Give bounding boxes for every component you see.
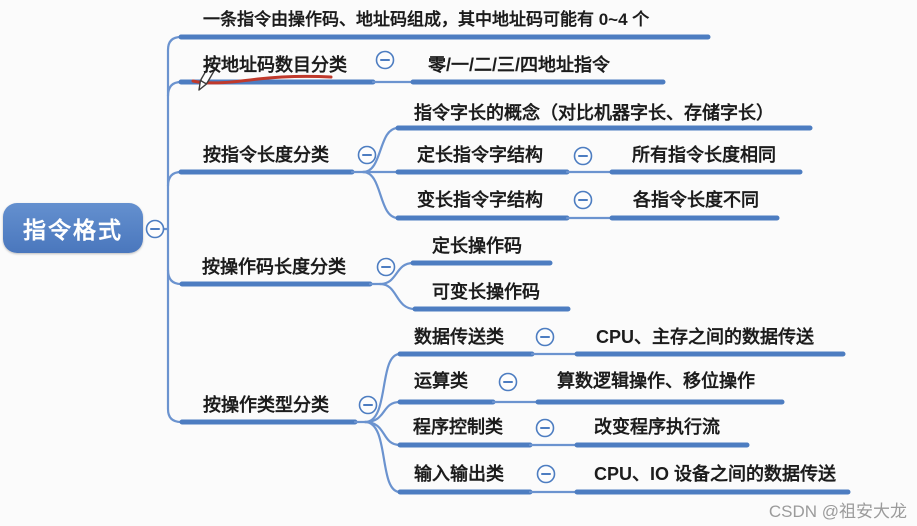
connector-curve <box>361 126 400 174</box>
root-topic[interactable]: 指令格式 <box>3 203 143 253</box>
collapse-button[interactable] <box>573 146 593 166</box>
collapse-button[interactable] <box>498 372 518 392</box>
topic-program-control[interactable]: 程序控制类 <box>413 417 503 437</box>
collapse-button[interactable] <box>358 395 378 415</box>
collapse-button[interactable] <box>573 190 593 210</box>
topic-data-transfer[interactable]: 数据传送类 <box>414 327 504 347</box>
topic-variable-length-structure[interactable]: 变长指令字结构 <box>417 190 543 210</box>
topic-arithmetic-desc[interactable]: 算数逻辑操作、移位操作 <box>557 371 755 391</box>
collapse-button-root[interactable] <box>145 219 165 239</box>
topic-input-output[interactable]: 输入输出类 <box>414 464 504 484</box>
trunk-line <box>166 35 183 424</box>
collapse-button[interactable] <box>375 50 395 70</box>
topic-by-opcode-length[interactable]: 按操作码长度分类 <box>202 257 346 277</box>
collapse-button[interactable] <box>535 327 555 347</box>
connector-curve <box>361 170 400 220</box>
collapse-button[interactable] <box>357 145 377 165</box>
topic-fixed-length-structure[interactable]: 定长指令字结构 <box>417 145 543 165</box>
topic-by-address-count[interactable]: 按地址码数目分类 <box>203 55 347 75</box>
topic-arithmetic[interactable]: 运算类 <box>414 371 468 391</box>
topic-different-lengths[interactable]: 各指令长度不同 <box>633 190 759 210</box>
topic-by-instruction-length[interactable]: 按指令长度分类 <box>203 145 329 165</box>
watermark: CSDN @祖安大龙 <box>768 502 907 521</box>
connector-curve <box>378 282 417 311</box>
collapse-button[interactable] <box>535 418 555 438</box>
topic-fixed-opcode[interactable]: 定长操作码 <box>432 236 522 256</box>
connector-curve <box>363 420 402 494</box>
topic-data-transfer-desc[interactable]: CPU、主存之间的数据传送 <box>596 327 815 347</box>
red-underline-annotation <box>191 74 333 85</box>
connector-curve <box>363 352 402 424</box>
collapse-button[interactable] <box>376 257 396 277</box>
collapse-button[interactable] <box>536 464 556 484</box>
topic-variable-opcode[interactable]: 可变长操作码 <box>432 282 540 302</box>
topic-address-instruction-types[interactable]: 零/一/二/三/四地址指令 <box>428 55 611 75</box>
topic-input-output-desc[interactable]: CPU、IO 设备之间的数据传送 <box>594 464 837 484</box>
topic-word-length-concept[interactable]: 指令字长的概念（对比机器字长、存储字长） <box>414 103 774 123</box>
topic-instruction-composition[interactable]: 一条指令由操作码、地址码组成，其中地址码可能有 0~4 个 <box>203 10 650 29</box>
trunk-tap <box>166 80 183 98</box>
topic-all-same-length[interactable]: 所有指令长度相同 <box>632 145 776 165</box>
trunk-tap <box>166 170 183 188</box>
trunk-tap <box>166 268 183 286</box>
topic-program-control-desc[interactable]: 改变程序执行流 <box>594 417 720 437</box>
topic-by-operation-type[interactable]: 按操作类型分类 <box>203 395 329 415</box>
pen-cursor-icon <box>198 64 216 91</box>
connector-curve <box>363 420 402 447</box>
